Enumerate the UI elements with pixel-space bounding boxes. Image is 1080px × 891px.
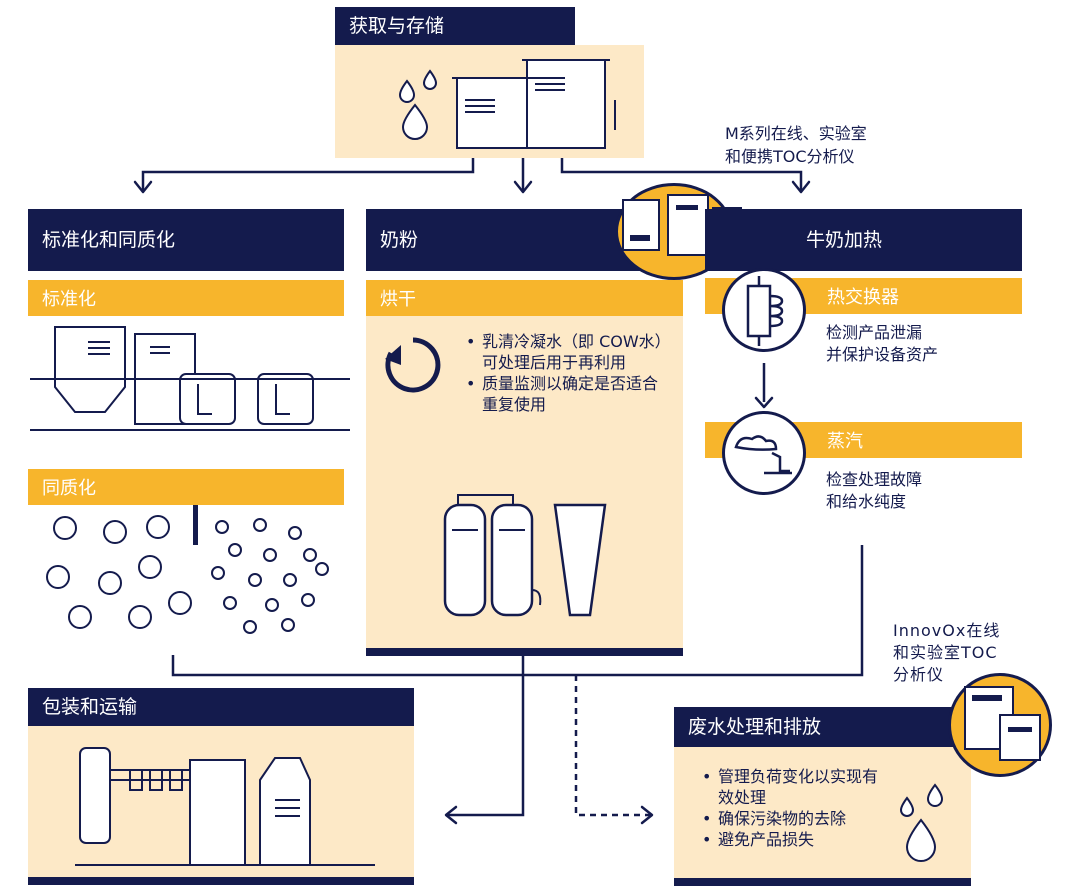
fat-globule-small xyxy=(283,573,297,587)
homogenize-sub-label: 同质化 xyxy=(42,478,96,499)
steam-icon-circle xyxy=(722,411,806,495)
fat-globule-large xyxy=(128,605,152,629)
arrowhead-steam xyxy=(754,396,774,409)
fat-globule-small xyxy=(223,596,237,610)
powder-bullets: 乳清冷凝水（即 COW水）可处理后用于再利用 质量监测以确定是否适合重复使用 xyxy=(464,331,669,415)
powder-title: 奶粉 xyxy=(380,228,419,251)
wastewater-title: 废水处理和排放 xyxy=(688,715,822,738)
storage-tank-icon xyxy=(526,59,606,149)
fat-globule-small xyxy=(243,620,257,634)
fat-globule-large xyxy=(98,571,122,595)
wastewater-bullets: 管理负荷变化以实现有效处理 确保污染物的去除 避免产品损失 xyxy=(700,766,878,850)
beaker-icon xyxy=(179,373,236,425)
fat-globule-small xyxy=(215,520,229,534)
recycle-icon xyxy=(385,337,441,393)
wastewater-bottom-bar xyxy=(674,878,971,886)
fat-globule-small xyxy=(315,562,329,576)
wastewater-drops-illustration xyxy=(899,783,944,862)
water-drop-icon xyxy=(905,818,937,862)
packaging-title: 包装和运输 xyxy=(42,695,138,718)
drying-sub-header: 烘干 xyxy=(366,280,683,316)
filling-machine-icon xyxy=(189,759,246,866)
water-drop-icon xyxy=(422,69,438,90)
arrowhead-packaging xyxy=(444,805,458,825)
standard-sub-label: 标准化 xyxy=(42,289,96,310)
heat-exchanger-label: 热交换器 xyxy=(827,287,899,308)
fat-globule-small xyxy=(265,598,279,612)
silo-icon xyxy=(54,326,126,413)
connector-to-wastewater xyxy=(574,675,650,817)
filling-tank-icon xyxy=(79,747,111,844)
heating-title: 牛奶加热 xyxy=(805,228,882,251)
steam-icon xyxy=(734,435,792,475)
acquire-header: 获取与存储 xyxy=(335,7,575,45)
innovox-label: InnovOx在线 和实验室TOC 分析仪 xyxy=(893,621,1001,684)
heating-header: 牛奶加热 xyxy=(705,209,1022,271)
acquire-title: 获取与存储 xyxy=(349,14,445,37)
packaging-bottom-bar xyxy=(28,877,414,885)
connector-standard-merge xyxy=(171,655,523,677)
homogenize-sub-header: 同质化 xyxy=(28,469,344,505)
fat-globule-large xyxy=(168,591,192,615)
innovox-instrument-icon xyxy=(964,686,1041,761)
filter-column-icon xyxy=(490,503,534,617)
fat-globule-small xyxy=(301,593,315,607)
powder-bullet: 乳清冷凝水（即 COW水）可处理后用于再利用 xyxy=(466,331,669,373)
fat-globule-small xyxy=(211,566,225,580)
m-series-label: M系列在线、实验室 和便携TOC分析仪 xyxy=(725,124,867,166)
arrowhead-wastewater xyxy=(640,805,654,825)
water-drop-icon xyxy=(398,79,416,103)
wastewater-bullet: 管理负荷变化以实现有效处理 xyxy=(702,766,878,808)
fat-globule-large xyxy=(53,516,77,540)
connector-acquire-heating xyxy=(560,158,803,190)
fat-globule-small xyxy=(288,526,302,540)
fat-globule-small xyxy=(281,618,295,632)
steam-description: 检查处理故障 和给水纯度 xyxy=(826,470,923,511)
standardization-illustration xyxy=(30,326,350,431)
standard-title: 标准化和同质化 xyxy=(42,228,176,251)
storage-tanks-illustration xyxy=(398,59,616,149)
fat-globule-large xyxy=(138,555,162,579)
arrowhead-standard xyxy=(133,180,153,194)
fat-globule-large xyxy=(68,605,92,629)
arrowhead-heating xyxy=(791,180,811,194)
fat-globule-small xyxy=(248,573,262,587)
packaging-header: 包装和运输 xyxy=(28,688,414,726)
filter-columns-illustration xyxy=(443,494,607,617)
collection-vessel-icon xyxy=(553,503,607,617)
wastewater-bullet: 确保污染物的去除 xyxy=(702,808,878,829)
drying-sub-label: 烘干 xyxy=(380,289,416,310)
homogenizer-divider xyxy=(193,505,198,545)
fat-globule-small xyxy=(263,548,277,562)
fat-globule-small xyxy=(253,518,267,532)
fat-globule-small xyxy=(228,543,242,557)
heat-exchanger-icon-circle xyxy=(722,268,806,352)
water-drop-icon xyxy=(401,103,429,140)
powder-bullet: 质量监测以确定是否适合重复使用 xyxy=(466,373,669,415)
fat-globule-large xyxy=(103,520,127,544)
connector-acquire-standard xyxy=(141,158,475,190)
milk-carton-icon xyxy=(259,757,311,866)
connector-heating-merge xyxy=(523,545,864,677)
connector-to-packaging xyxy=(448,675,525,817)
arrowhead-powder xyxy=(513,180,533,194)
standard-header: 标准化和同质化 xyxy=(28,209,344,271)
water-drop-icon xyxy=(899,796,915,817)
wastewater-header: 废水处理和排放 xyxy=(674,707,971,747)
wastewater-bullet: 避免产品损失 xyxy=(702,829,878,850)
heat-exchanger-icon xyxy=(746,276,784,346)
standard-sub-header: 标准化 xyxy=(28,280,344,316)
packaging-line-illustration xyxy=(75,747,375,866)
hx-description: 检测产品泄漏 并保护设备资产 xyxy=(826,323,939,364)
homogenization-illustration xyxy=(46,505,329,634)
steam-label: 蒸汽 xyxy=(827,431,863,452)
fat-globule-large xyxy=(146,515,170,539)
beaker-icon xyxy=(257,373,314,425)
fat-globule-small xyxy=(303,548,317,562)
filter-column-icon xyxy=(443,503,487,617)
fat-globule-large xyxy=(46,565,70,589)
powder-bottom-bar xyxy=(366,648,683,656)
water-drop-icon xyxy=(926,783,944,807)
